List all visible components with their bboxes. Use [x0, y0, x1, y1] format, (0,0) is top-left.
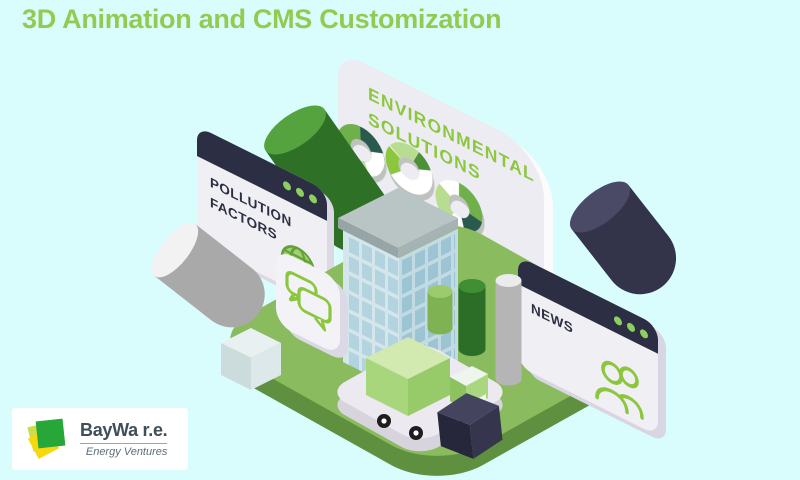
window-dot: [296, 186, 304, 199]
light-cube: [221, 328, 281, 390]
gray-cylinder: [151, 222, 265, 328]
chat-tile: [276, 248, 340, 356]
people-icon: [595, 360, 644, 420]
bar-cylinder-gray: [495, 274, 522, 386]
delivery-truck: [366, 337, 488, 440]
chat-bubbles-icon: [285, 270, 332, 332]
window-dot: [309, 192, 317, 205]
news-panel: NEWS: [518, 256, 658, 436]
logo-text: BayWa r.e. Energy Ventures: [80, 420, 168, 458]
building-roof: [338, 188, 458, 258]
navy-cube: [437, 393, 503, 459]
logo-brand: BayWa r.e.: [80, 420, 168, 440]
window-dot: [283, 179, 291, 192]
logo-divider: [80, 443, 168, 444]
page-title: 3D Animation and CMS Customization: [22, 4, 502, 34]
window-control-dots: [283, 179, 317, 205]
logo-tagline: Energy Ventures: [85, 446, 168, 458]
bar-cylinder-dark-green: [458, 279, 486, 356]
baywa-logo: BayWa r.e. Energy Ventures: [12, 408, 188, 470]
bar-cylinder-small: [427, 285, 453, 335]
donut-chart-icon: [385, 142, 433, 195]
navy-cylinder: [569, 181, 677, 295]
baywa-logo-icon: [27, 417, 70, 461]
